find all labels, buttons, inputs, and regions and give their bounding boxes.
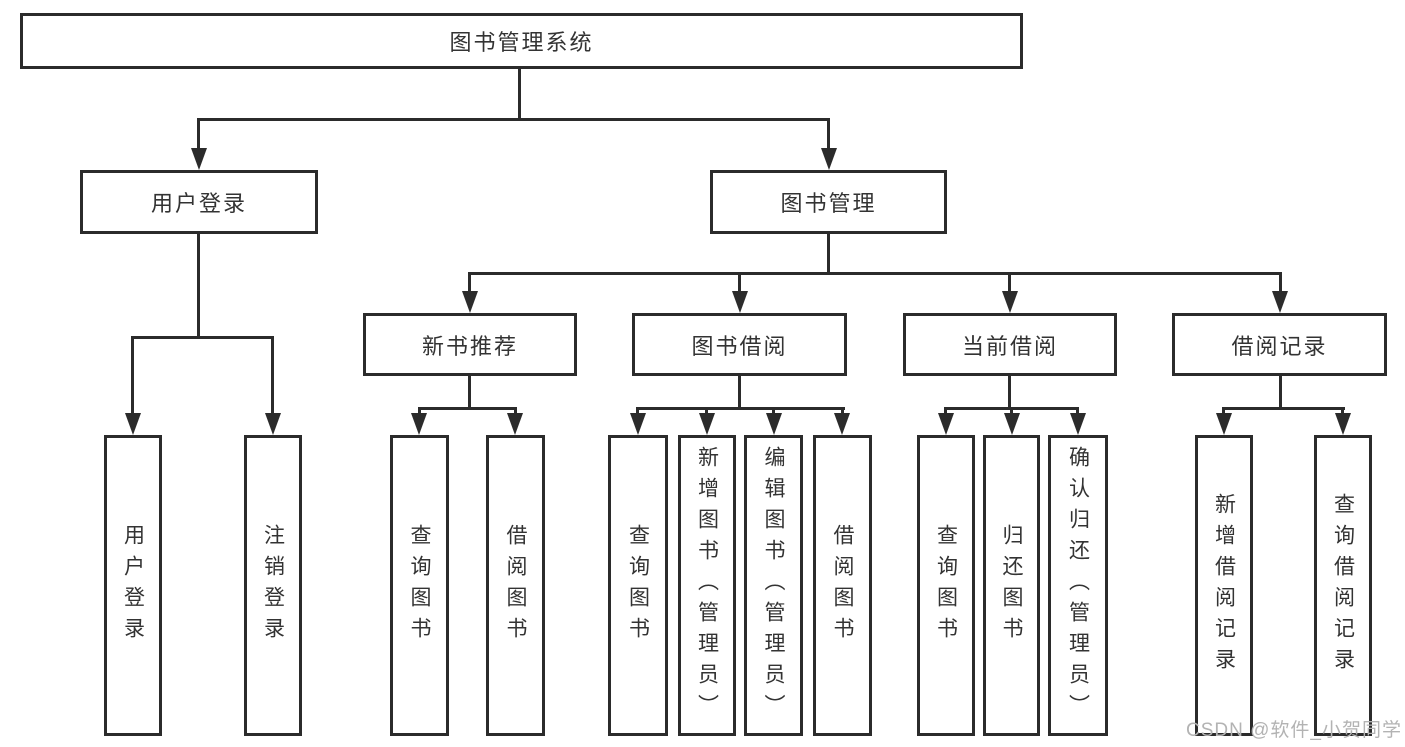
connector-arrow: [834, 413, 850, 435]
connector-line: [468, 272, 471, 295]
connector-line: [1279, 376, 1282, 409]
connector-line: [636, 407, 639, 417]
connector-line: [1008, 376, 1011, 409]
leaf-user-login: 用户登录: [104, 435, 162, 736]
connector-line: [468, 376, 471, 409]
leaf-add-books-admin: 新增图书（管理员）: [678, 435, 736, 736]
node-new-book-recommend: 新书推荐: [363, 313, 577, 376]
connector-arrow: [462, 291, 478, 313]
csdn-watermark: CSDN @软件_小贺同学: [1186, 720, 1402, 741]
node-book-management: 图书管理: [710, 170, 947, 234]
node-user-login-label: 用户登录: [150, 191, 247, 216]
connector-arrow: [1216, 413, 1232, 435]
connector-line: [1010, 407, 1013, 417]
connector-line: [197, 234, 200, 339]
connector-arrow: [766, 413, 782, 435]
connector-arrow: [1272, 291, 1288, 313]
connector-arrow: [507, 413, 523, 435]
leaf-query-books-recommend-label: 查询图书: [408, 523, 431, 648]
connector-line: [827, 118, 830, 152]
connector-arrow: [821, 148, 837, 170]
connector-line: [131, 336, 134, 415]
node-new-book-recommend-label: 新书推荐: [421, 333, 518, 359]
connector-arrow: [1070, 413, 1086, 435]
connector-line: [738, 376, 741, 409]
node-borrowing-records-label: 借阅记录: [1231, 333, 1328, 359]
connector-arrow: [1335, 413, 1351, 435]
connector-line: [197, 118, 200, 152]
connector-arrow: [265, 413, 281, 435]
leaf-add-books-admin-label: 新增图书（管理员）: [695, 446, 719, 725]
leaf-add-borrow-record: 新增借阅记录: [1195, 435, 1253, 736]
leaf-borrow-books: 借阅图书: [813, 435, 872, 736]
connector-line: [1222, 407, 1345, 410]
connector-line: [827, 234, 830, 275]
connector-line: [636, 407, 845, 410]
leaf-query-books-borrowing-label: 查询图书: [626, 523, 650, 648]
leaf-edit-books-admin-label: 编辑图书（管理员）: [762, 446, 785, 725]
leaf-user-login-label: 用户登录: [121, 523, 145, 648]
node-borrowing-records: 借阅记录: [1172, 313, 1387, 376]
connector-arrow: [191, 148, 207, 170]
connector-line: [944, 407, 947, 417]
connector-arrow: [699, 413, 715, 435]
connector-arrow: [1002, 291, 1018, 313]
node-current-borrowing-label: 当前借阅: [961, 333, 1058, 359]
connector-line: [1008, 272, 1011, 295]
connector-line: [1341, 407, 1344, 417]
connector-line: [1222, 407, 1225, 417]
leaf-query-borrow-record-label: 查询借阅记录: [1331, 492, 1355, 679]
leaf-query-books-borrowing: 查询图书: [608, 435, 668, 736]
leaf-edit-books-admin: 编辑图书（管理员）: [744, 435, 803, 736]
leaf-borrow-books-recommend: 借阅图书: [486, 435, 545, 736]
node-user-login: 用户登录: [80, 170, 318, 234]
leaf-return-books: 归还图书: [983, 435, 1040, 736]
connector-arrow: [1004, 413, 1020, 435]
leaf-query-books-current: 查询图书: [917, 435, 975, 736]
node-current-borrowing: 当前借阅: [903, 313, 1117, 376]
leaf-query-borrow-record: 查询借阅记录: [1314, 435, 1372, 736]
connector-line: [131, 336, 274, 339]
connector-line: [271, 336, 274, 415]
node-book-borrowing-label: 图书借阅: [691, 333, 788, 359]
connector-line: [705, 407, 708, 417]
connector-line: [841, 407, 844, 417]
connector-line: [418, 407, 421, 417]
connector-line: [514, 407, 517, 417]
connector-arrow: [938, 413, 954, 435]
leaf-logout-label: 注销登录: [261, 523, 285, 648]
connector-line: [1076, 407, 1079, 417]
leaf-logout: 注销登录: [244, 435, 302, 736]
leaf-query-books-current-label: 查询图书: [934, 523, 958, 648]
connector-arrow: [630, 413, 646, 435]
node-book-borrowing: 图书借阅: [632, 313, 847, 376]
connector-line: [418, 407, 517, 410]
connector-arrow: [732, 291, 748, 313]
connector-arrow: [411, 413, 427, 435]
node-book-management-label: 图书管理: [780, 191, 877, 216]
connector-line: [772, 407, 775, 417]
connector-line: [738, 272, 741, 295]
leaf-borrow-books-recommend-label: 借阅图书: [504, 523, 527, 648]
connector-line: [1279, 272, 1282, 295]
leaf-add-borrow-record-label: 新增借阅记录: [1212, 492, 1236, 679]
leaf-return-books-label: 归还图书: [1000, 523, 1023, 648]
leaf-borrow-books-label: 借阅图书: [831, 523, 854, 648]
node-library-system-label: 图书管理系统: [449, 30, 594, 55]
connector-line: [518, 69, 521, 121]
node-library-system: 图书管理系统: [20, 13, 1023, 69]
connector-line: [468, 272, 1282, 275]
leaf-confirm-return-admin-label: 确认归还（管理员）: [1066, 446, 1090, 725]
leaf-query-books-recommend: 查询图书: [390, 435, 449, 736]
leaf-confirm-return-admin: 确认归还（管理员）: [1048, 435, 1108, 736]
connector-arrow: [125, 413, 141, 435]
connector-line: [197, 118, 830, 121]
